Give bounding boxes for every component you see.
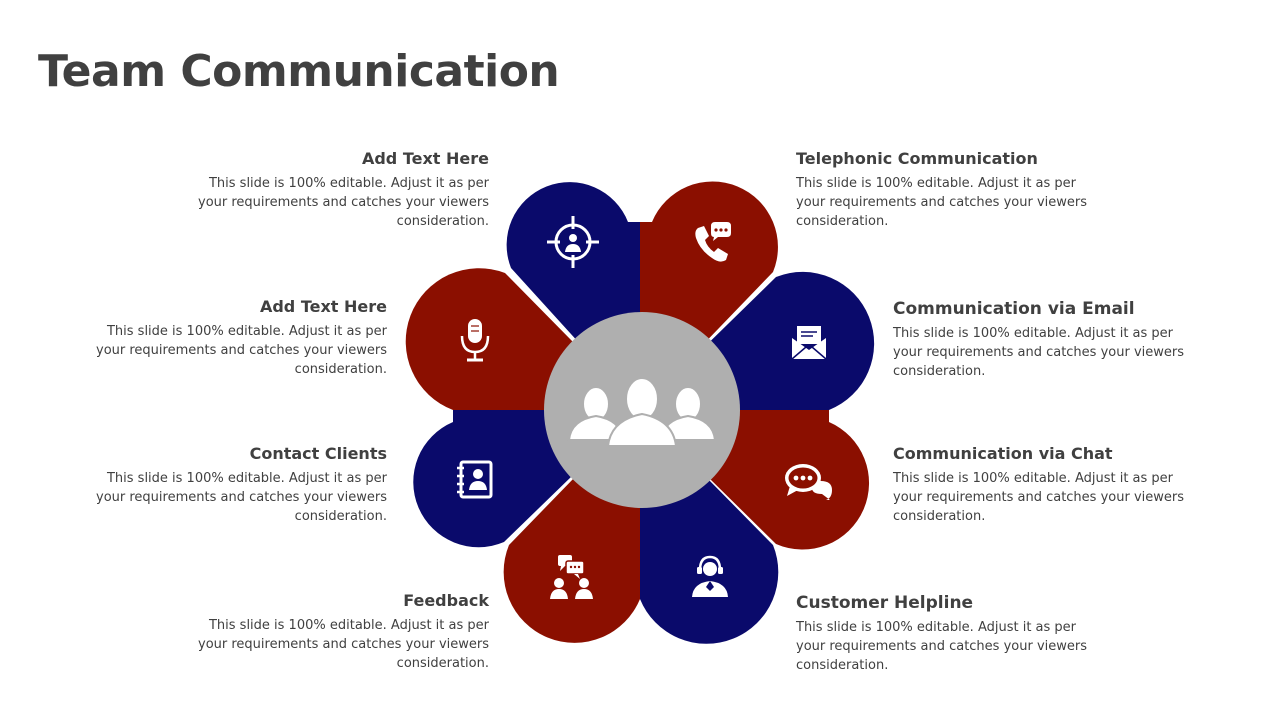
item-body: This slide is 100% editable. Adjust it a… xyxy=(796,176,1087,229)
text-block-add-text-1: Add Text Here This slide is 100% editabl… xyxy=(189,149,489,231)
item-body: This slide is 100% editable. Adjust it a… xyxy=(96,324,387,377)
item-heading: Communication via Email xyxy=(893,299,1135,319)
microphone-icon xyxy=(460,319,490,362)
text-block-chat: Communication via Chat This slide is 100… xyxy=(893,444,1193,526)
team-icon xyxy=(567,377,717,447)
item-heading: Add Text Here xyxy=(259,297,387,316)
phone-chat-icon xyxy=(695,222,731,262)
item-body: This slide is 100% editable. Adjust it a… xyxy=(893,326,1184,379)
text-block-feedback: Feedback This slide is 100% editable. Ad… xyxy=(189,591,489,673)
text-block-telephonic: Telephonic Communication This slide is 1… xyxy=(796,149,1096,231)
item-heading: Communication via Chat xyxy=(893,444,1113,463)
item-heading: Contact Clients xyxy=(249,444,387,463)
item-body: This slide is 100% editable. Adjust it a… xyxy=(198,618,489,671)
item-heading: Telephonic Communication xyxy=(796,149,1038,168)
text-block-email: Communication via Email This slide is 10… xyxy=(893,299,1193,381)
contacts-book-icon xyxy=(457,460,493,499)
text-block-add-text-2: Add Text Here This slide is 100% editabl… xyxy=(87,297,387,379)
email-icon xyxy=(791,326,827,360)
item-body: This slide is 100% editable. Adjust it a… xyxy=(796,620,1087,673)
page-title: Team Communication xyxy=(38,46,560,97)
target-person-icon xyxy=(547,216,599,268)
item-heading: Feedback xyxy=(403,591,489,610)
item-heading: Customer Helpline xyxy=(796,593,974,613)
chat-bubbles-icon xyxy=(785,464,832,500)
text-block-helpline: Customer Helpline This slide is 100% edi… xyxy=(796,593,1096,675)
headset-agent-icon xyxy=(692,555,728,597)
text-block-contact-clients: Contact Clients This slide is 100% edita… xyxy=(87,444,387,526)
item-body: This slide is 100% editable. Adjust it a… xyxy=(96,471,387,524)
item-body: This slide is 100% editable. Adjust it a… xyxy=(893,471,1184,524)
feedback-people-icon xyxy=(550,555,593,599)
item-body: This slide is 100% editable. Adjust it a… xyxy=(198,176,489,229)
item-heading: Add Text Here xyxy=(361,149,489,168)
